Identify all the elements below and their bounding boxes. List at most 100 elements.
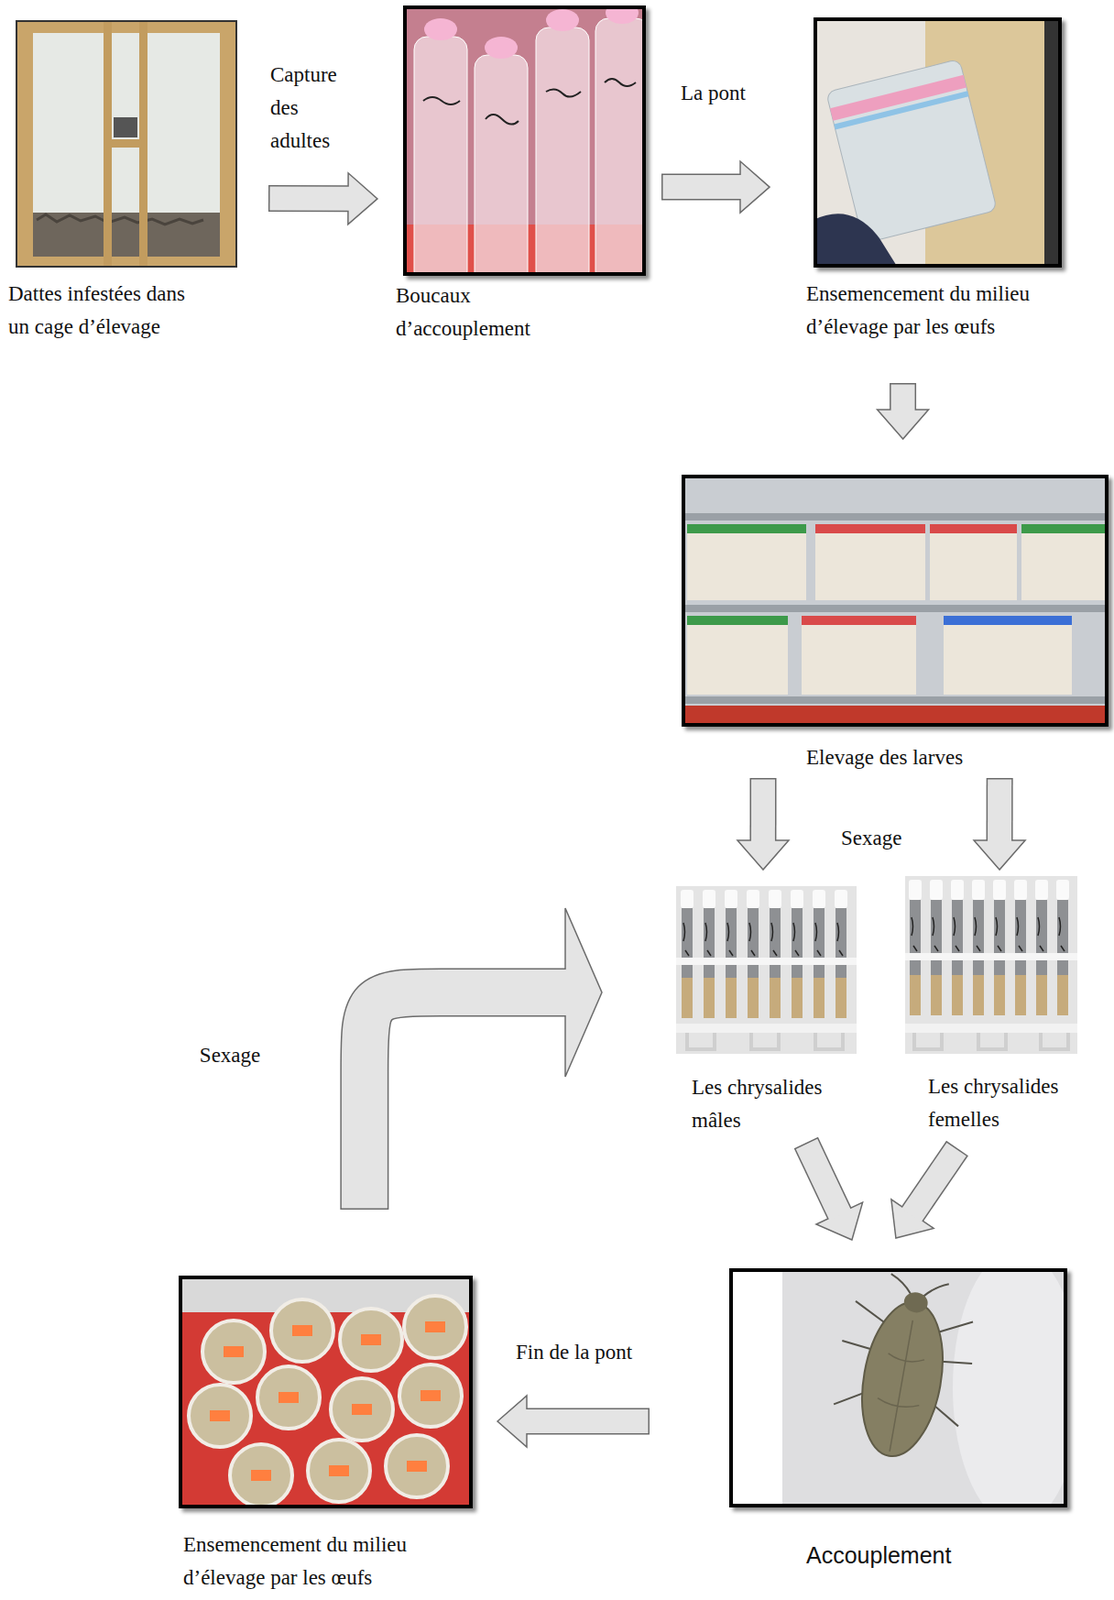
dish <box>330 1377 394 1441</box>
dish-label <box>278 1391 299 1403</box>
rack-bar <box>905 952 1078 961</box>
arrow-fill <box>911 1148 957 1215</box>
box-lid <box>687 615 788 625</box>
node-caption: Ensemencement du milieu d’élevage par le… <box>806 277 1072 344</box>
rearing-box <box>687 622 788 695</box>
node-caption: Dattes infestées dans un cage d’élevage <box>8 277 206 344</box>
photo-frame: Accouplement <box>729 1267 1068 1508</box>
block-arrow <box>891 1147 958 1238</box>
marker-writing <box>423 78 636 125</box>
node-caption: Ensemencement du milieu d’élevage par le… <box>183 1528 449 1595</box>
tube-rack-photo <box>905 875 1078 1054</box>
dish-glare <box>952 1267 1068 1508</box>
wood-bar <box>17 20 236 33</box>
arrow-head <box>565 907 602 1077</box>
arrow-fill <box>891 384 916 413</box>
wood-bar <box>219 20 236 268</box>
box-lid <box>1021 524 1109 534</box>
dish <box>385 1434 448 1497</box>
rearing-box <box>1021 531 1109 601</box>
arrow-fill <box>364 992 568 1208</box>
arrow-fill <box>270 185 351 210</box>
arrow-fill <box>751 779 776 843</box>
box-lid <box>815 524 926 534</box>
photo-ground <box>681 474 1109 727</box>
node-caption: Elevage des larves <box>806 741 1045 775</box>
dish-label <box>328 1464 350 1476</box>
dish-label <box>223 1345 244 1357</box>
dish-label <box>351 1403 372 1415</box>
date-pile <box>32 212 220 257</box>
cage-photo <box>15 20 238 268</box>
petri-dish <box>188 1295 467 1507</box>
rack-feet <box>687 1032 843 1049</box>
rack-bar <box>676 957 857 965</box>
bottle <box>595 18 646 276</box>
date-texture <box>36 214 204 225</box>
moth-body <box>851 1295 954 1463</box>
node-caption: Les chrysalides femelles <box>928 1070 1093 1136</box>
block-arrow <box>877 382 929 439</box>
step-label: Sexage <box>840 821 942 855</box>
bottle <box>474 54 528 276</box>
dish-label <box>360 1333 382 1345</box>
dish-label <box>420 1389 441 1401</box>
dish <box>271 1299 334 1362</box>
dish <box>188 1384 252 1447</box>
rearing-box <box>687 531 807 601</box>
moth-head <box>902 1289 929 1314</box>
shelf <box>681 696 1109 704</box>
dish <box>307 1439 371 1502</box>
box-lid <box>943 615 1072 625</box>
photo-ground <box>905 875 1078 1054</box>
rearing-box <box>929 531 1017 601</box>
arrow-head <box>348 173 378 225</box>
rearing-box <box>815 531 926 601</box>
block-arrow <box>268 173 378 225</box>
cage-window <box>113 117 138 138</box>
arrow-head <box>973 840 1026 870</box>
dish <box>229 1443 293 1507</box>
shelf <box>681 513 1109 521</box>
dish-label <box>425 1321 446 1333</box>
photo-ground <box>15 20 238 268</box>
wing-pattern <box>868 1316 933 1455</box>
rack-bar <box>676 1023 857 1033</box>
jar-band <box>833 90 969 130</box>
dish <box>399 1364 462 1427</box>
block-arrow <box>364 907 602 1210</box>
block-arrow <box>497 1395 650 1447</box>
dish-label <box>292 1324 313 1336</box>
dish <box>404 1295 467 1358</box>
dish-label <box>406 1460 427 1472</box>
bottles-photo <box>403 5 646 276</box>
tube-rack-photo <box>676 885 857 1054</box>
arrow-fill <box>987 779 1012 843</box>
bottle-cap <box>546 9 579 32</box>
arrow-fill <box>806 1143 841 1215</box>
arrow-fill <box>524 1408 649 1433</box>
test-tubes <box>905 875 1078 1023</box>
bottle <box>414 36 468 276</box>
bottle-cap <box>484 36 518 59</box>
arrow-head <box>740 161 770 213</box>
seeding-photo <box>813 17 1062 268</box>
block-arrow <box>661 161 770 213</box>
bottle <box>535 27 590 276</box>
hand <box>813 213 898 268</box>
rack-bar <box>905 1023 1078 1033</box>
block-arrow <box>806 1142 863 1240</box>
dish-label <box>209 1409 230 1421</box>
block-arrow <box>973 777 1026 870</box>
dish <box>202 1320 265 1383</box>
arrow-head <box>497 1395 527 1447</box>
photo: Les chrysalides mâles <box>676 885 857 1054</box>
node-caption: Boucaux d’accouplement <box>395 279 557 346</box>
photo-frame: Ensemencement du milieu d’élevage par le… <box>178 1275 473 1508</box>
dish <box>257 1365 320 1429</box>
dish-label <box>251 1469 272 1481</box>
shelves-photo <box>681 474 1109 727</box>
photo-ground <box>813 17 1062 268</box>
photo-ground <box>729 1267 783 1508</box>
